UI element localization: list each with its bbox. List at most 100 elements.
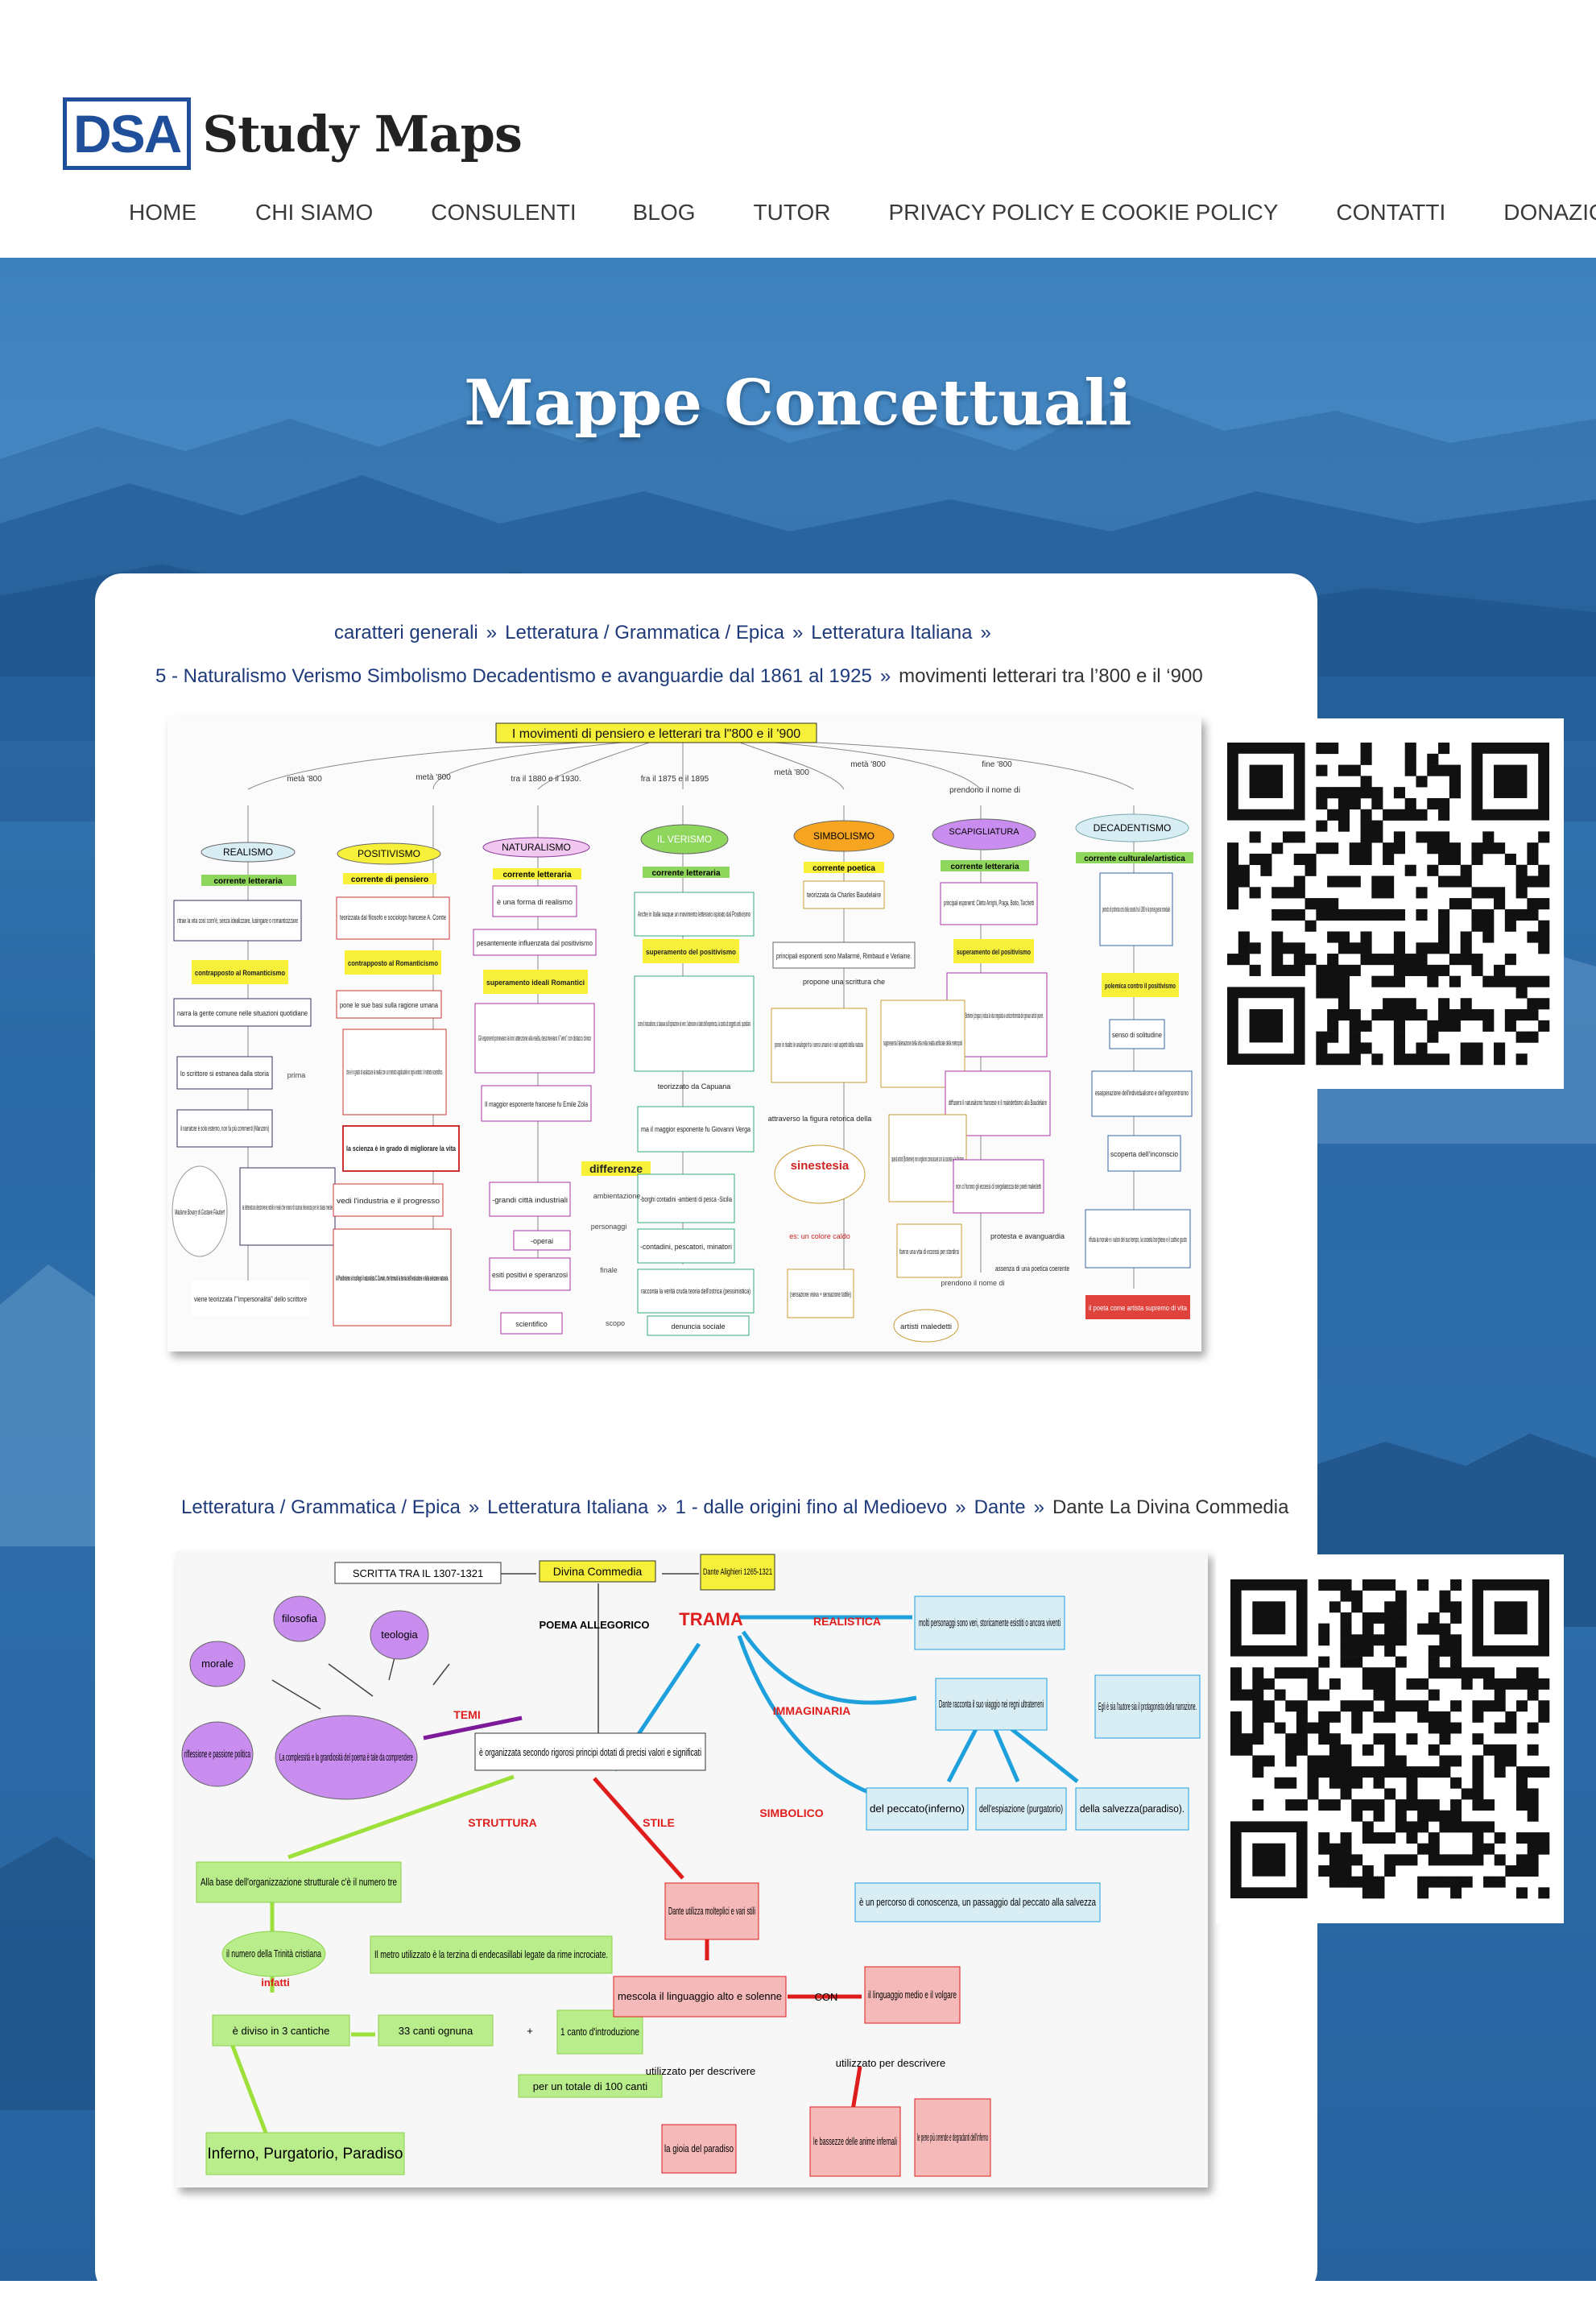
qr-module [1516, 1777, 1528, 1789]
qr-module [1406, 1854, 1418, 1866]
qr-module [1504, 920, 1516, 932]
breadcrumb-link[interactable]: 5 - Naturalismo Verismo Simbolismo Decad… [155, 665, 872, 687]
breadcrumb-link[interactable]: 1 - dalle origini fino al Medioevo [675, 1496, 948, 1518]
qr-module [1329, 1799, 1341, 1811]
nav-item-donazioni[interactable]: DONAZIONI [1503, 200, 1596, 225]
qr-module [1340, 1766, 1352, 1778]
qr-module [1338, 931, 1350, 943]
site-logo[interactable]: DSA Study Maps [63, 95, 523, 172]
qr-module [1360, 942, 1372, 954]
map2-complessita: La complessità e la grandiosità del poem… [279, 1751, 413, 1763]
qr-module [1307, 1788, 1319, 1800]
map1-note: polemica contro il positivismo [1105, 982, 1176, 990]
qr-module [1305, 920, 1317, 932]
qr-module [1406, 1799, 1418, 1811]
qr-module [1349, 797, 1361, 810]
nav-item-consulenti[interactable]: CONSULENTI [431, 200, 577, 225]
qr-module [1538, 1887, 1550, 1899]
qr-module [1316, 1031, 1328, 1043]
map1-sublabel: corrente letteraria [213, 877, 282, 886]
concept-map-divina-commedia[interactable]: SCRITTA TRA IL 1307-1321 Divina Commedia… [176, 1551, 1208, 2187]
qr-module [1338, 820, 1350, 832]
map2-morale: morale [201, 1658, 234, 1670]
map2-riflessione: riflessione e passione politica [184, 1748, 250, 1760]
qr-module [1395, 1590, 1407, 1602]
breadcrumb-link[interactable]: caratteri generali [334, 622, 478, 644]
nav-item-blog[interactable]: BLOG [632, 200, 696, 225]
map2-numero-tre: Alla base dell'organizzazione struttural… [201, 1876, 397, 1888]
qr-module [1417, 1799, 1429, 1811]
qr-module [1538, 920, 1550, 932]
qr-module [1249, 942, 1261, 954]
logo-name: Study Maps [202, 104, 523, 163]
qr-module [1327, 898, 1339, 910]
nav-item-home[interactable]: HOME [129, 200, 196, 225]
map1-note: esasperazione dell'individualismo e dell… [1095, 1089, 1189, 1097]
concept-map-movimenti[interactable]: I movimenti di pensiero e letterari tra … [167, 717, 1201, 1351]
qr-module [1373, 1612, 1385, 1624]
qr-module [1449, 776, 1461, 788]
qr-module [1373, 1667, 1385, 1679]
breadcrumb-link[interactable]: Letteratura Italiana [487, 1496, 649, 1518]
qr-module [1316, 1042, 1328, 1054]
breadcrumb-link[interactable]: Letteratura Italiana [811, 622, 973, 644]
qr-module [1329, 1777, 1341, 1789]
nav-item-tutor[interactable]: TUTOR [753, 200, 831, 225]
qr-module [1406, 1733, 1418, 1745]
qr-module [1371, 1053, 1383, 1066]
qr-module [1351, 1656, 1363, 1668]
breadcrumb-link[interactable]: Dante [974, 1496, 1026, 1518]
map1-note: propone una scrittura che [803, 978, 885, 986]
qr-module [1252, 1678, 1264, 1690]
nav-item-chi-siamo[interactable]: CHI SIAMO [255, 200, 374, 225]
qr-module [1417, 1678, 1429, 1690]
qr-module [1460, 875, 1472, 888]
qr-module [1538, 1843, 1550, 1855]
qr-module [1371, 887, 1383, 899]
breadcrumb-link[interactable]: Letteratura / Grammatica / Epica [181, 1496, 461, 1518]
map2-trama: TRAMA [679, 1609, 743, 1629]
qr-module [1393, 809, 1405, 821]
qr-module [1241, 1744, 1253, 1756]
qr-module [1340, 1634, 1352, 1646]
breadcrumb-link[interactable]: Letteratura / Grammatica / Epica [505, 622, 784, 644]
qr-module [1252, 1799, 1264, 1811]
qr-module [1293, 942, 1305, 954]
qr-module [1494, 1832, 1506, 1844]
map2-trinita: il numero della Trinità cristiana [226, 1947, 322, 1960]
qr-module [1329, 1601, 1341, 1613]
qr-module [1417, 1810, 1429, 1822]
qr-module [1362, 1887, 1374, 1899]
map1-note: come il naturalismo, si basava sull'ispi… [638, 1020, 750, 1028]
qr-module [1494, 1854, 1506, 1866]
qr-module [1371, 975, 1383, 987]
nav-item-contatti[interactable]: CONTATTI [1336, 200, 1446, 225]
qr-module [1471, 954, 1483, 966]
qr-module [1439, 1645, 1451, 1657]
qr-module [1230, 1733, 1242, 1745]
qr-module [1349, 842, 1361, 855]
qr-module [1384, 1601, 1396, 1613]
map2-bassezze: le bassezze delle anime infernali [813, 2135, 897, 2147]
qr-module [1450, 1854, 1462, 1866]
qr-module [1316, 842, 1328, 855]
qr-module [1527, 1009, 1539, 1021]
map1-note: prendono il nome di [941, 1279, 1004, 1287]
map1-movement: NATURALISMO [502, 842, 571, 853]
qr-module [1271, 942, 1284, 954]
qr-module [1428, 1799, 1440, 1811]
qr-module [1494, 1053, 1506, 1066]
qr-module [1316, 898, 1328, 910]
qr-module [1274, 1777, 1286, 1789]
qr-module [1351, 1766, 1363, 1778]
qr-module [1360, 908, 1372, 921]
qr-module [1416, 809, 1428, 821]
nav-item-privacy-policy[interactable]: PRIVACY POLICY E COOKIE POLICY [888, 200, 1279, 225]
qr-module [1373, 1887, 1385, 1899]
qr-module [1439, 1755, 1451, 1767]
qr-module [1460, 931, 1472, 943]
qr-module [1230, 1711, 1242, 1723]
qr-module [1472, 1777, 1484, 1789]
qr-module [1393, 998, 1405, 1010]
page-title: Mappe Concettuali [464, 366, 1132, 440]
